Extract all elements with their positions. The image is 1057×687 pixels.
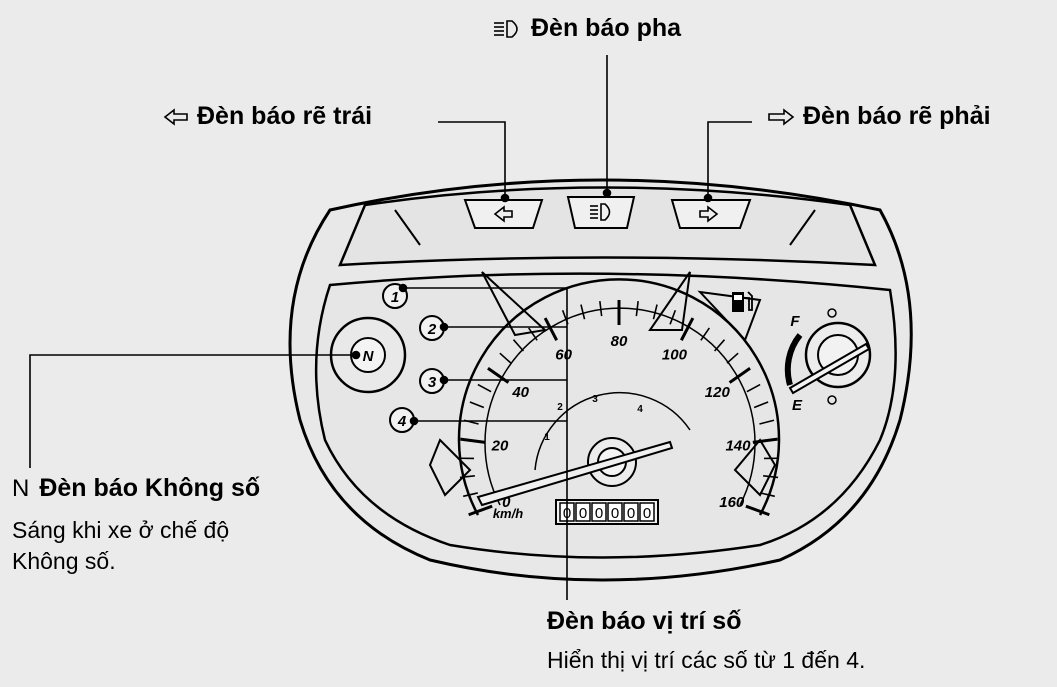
inner-scale-label: 4 bbox=[637, 404, 643, 415]
gear-light-3-text: 3 bbox=[428, 374, 437, 391]
speed-label: 60 bbox=[555, 347, 572, 364]
speed-ticks bbox=[459, 300, 779, 517]
fuel-empty-mark: E bbox=[792, 397, 803, 414]
speed-major-tick bbox=[468, 504, 493, 517]
speed-major-tick bbox=[460, 437, 486, 444]
right-turn-title: Đèn báo rẽ phải bbox=[803, 102, 991, 130]
speed-minor-tick bbox=[669, 309, 677, 325]
odometer-cell bbox=[639, 502, 655, 522]
speed-minor-tick bbox=[580, 304, 586, 320]
speed-label: 100 bbox=[662, 347, 688, 364]
speed-minor-tick bbox=[726, 352, 739, 364]
neutral-title: Đèn báo Không số bbox=[39, 474, 261, 502]
odometer-cell bbox=[623, 502, 639, 522]
left-turn-label: Đèn báo rẽ trái bbox=[163, 102, 372, 131]
odometer-digit: 0 bbox=[611, 505, 619, 522]
neutral-icon: N bbox=[12, 475, 30, 503]
neutral-description: Sáng khi xe ở chế độ Không số. bbox=[12, 515, 229, 577]
high-beam-label: Đèn báo pha bbox=[493, 14, 681, 43]
fuel-full-mark: F bbox=[790, 313, 800, 330]
high-beam-icon bbox=[493, 20, 523, 39]
high-beam-title: Đèn báo pha bbox=[531, 14, 682, 42]
speed-minor-tick bbox=[700, 327, 710, 341]
speed-major-tick bbox=[728, 366, 751, 384]
speed-minor-tick bbox=[746, 383, 761, 393]
left-turn-lamp bbox=[463, 199, 544, 229]
speed-label: 40 bbox=[511, 384, 529, 401]
fuel-pump-icon bbox=[732, 291, 753, 312]
speed-label: 0 bbox=[502, 494, 511, 511]
odometer-cell bbox=[575, 502, 591, 522]
neutral-light-text: N bbox=[363, 348, 375, 365]
inner-arc bbox=[534, 391, 691, 471]
speed-minor-tick bbox=[599, 301, 603, 317]
inner-scale-label: 3 bbox=[592, 394, 598, 405]
speed-minor-tick bbox=[759, 419, 775, 425]
high-beam-lamp bbox=[566, 196, 636, 229]
callout-lines bbox=[29, 55, 752, 600]
speed-major-tick bbox=[680, 317, 695, 341]
speed-label: 160 bbox=[719, 494, 745, 511]
inner-scale: 1 2 3 4 bbox=[544, 394, 643, 443]
gear-position-description: Hiển thị vị trí các số từ 1 đến 4. bbox=[547, 647, 866, 673]
neutral-desc-line-2: Không số. bbox=[12, 548, 116, 574]
speed-major-tick bbox=[543, 317, 558, 341]
speed-minor-tick bbox=[753, 401, 769, 409]
speed-minor-tick bbox=[635, 301, 639, 317]
speed-minor-tick bbox=[714, 339, 726, 352]
gear-light-4-text: 4 bbox=[397, 413, 407, 430]
neutral-label: N Đèn báo Không số bbox=[12, 474, 260, 503]
odometer-digit: 0 bbox=[643, 505, 651, 522]
speed-unit: km/h bbox=[493, 506, 523, 521]
gear-position-title: Đèn báo vị trí số bbox=[547, 607, 742, 635]
speed-major-tick bbox=[745, 504, 770, 517]
speed-label: 120 bbox=[705, 384, 731, 401]
speed-needle bbox=[476, 437, 674, 507]
left-turn-title: Đèn báo rẽ trái bbox=[197, 102, 373, 130]
odometer-cell bbox=[607, 502, 623, 522]
speed-arc-outer bbox=[457, 278, 781, 516]
right-arrow-icon bbox=[765, 108, 795, 127]
speed-label: 20 bbox=[491, 437, 509, 454]
speed-minor-tick bbox=[477, 383, 492, 393]
odometer-digit: 0 bbox=[627, 505, 635, 522]
right-turn-label: Đèn báo rẽ phải bbox=[765, 102, 991, 131]
speed-minor-tick bbox=[462, 492, 478, 498]
speed-minor-tick bbox=[652, 304, 658, 320]
fuel-gauge: F E bbox=[784, 308, 872, 414]
gear-light-2-text: 2 bbox=[427, 321, 437, 338]
speed-minor-tick bbox=[459, 474, 475, 479]
gear-light-3: 3 bbox=[419, 368, 445, 394]
odometer-digit: 0 bbox=[595, 505, 603, 522]
neutral-desc-line-1: Sáng khi xe ở chế độ bbox=[12, 517, 230, 543]
speed-minor-tick bbox=[763, 474, 779, 479]
odometer-digit: 0 bbox=[579, 505, 587, 522]
odometer-cell bbox=[591, 502, 607, 522]
left-arrow-icon bbox=[163, 108, 189, 127]
speed-label: 140 bbox=[725, 437, 751, 454]
speed-minor-tick bbox=[760, 492, 776, 498]
gear-light-1-text: 1 bbox=[391, 289, 399, 306]
speed-minor-tick bbox=[469, 401, 485, 409]
inner-scale-label: 1 bbox=[544, 432, 550, 443]
right-turn-lamp bbox=[670, 199, 752, 229]
neutral-light: N bbox=[329, 316, 407, 394]
inner-scale-label: 2 bbox=[557, 402, 563, 413]
speed-labels: 0 20 40 60 80 100 120 140 160 bbox=[491, 333, 751, 511]
speed-minor-tick bbox=[528, 327, 538, 341]
speed-major-tick bbox=[752, 437, 778, 444]
speed-minor-tick bbox=[512, 339, 524, 352]
speed-minor-tick bbox=[499, 352, 512, 364]
speed-label: 80 bbox=[611, 333, 628, 350]
